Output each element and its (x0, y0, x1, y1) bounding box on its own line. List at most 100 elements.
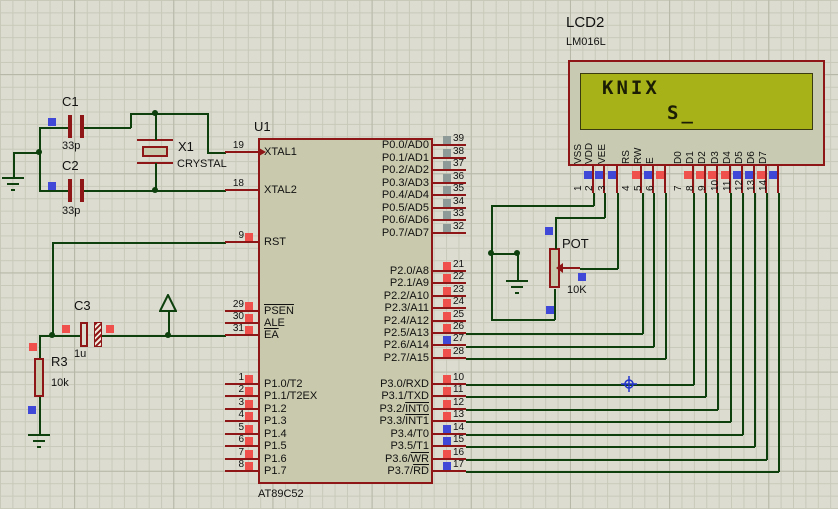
wire[interactable] (466, 358, 666, 360)
wire[interactable] (466, 421, 731, 423)
mcu-pin-stub[interactable] (433, 420, 466, 422)
lcd-pin-stub[interactable] (652, 165, 654, 193)
wire[interactable] (491, 205, 493, 320)
c2-capacitor-plate[interactable] (80, 179, 84, 202)
wire[interactable] (754, 193, 756, 447)
c1-capacitor[interactable] (68, 115, 72, 138)
mcu-pin-stub[interactable] (225, 395, 258, 397)
wire[interactable] (778, 193, 780, 472)
wire[interactable] (517, 253, 519, 281)
mcu-pin-stub[interactable] (433, 157, 466, 159)
mcu-pin-stub[interactable] (433, 395, 466, 397)
mcu-pin-stub[interactable] (225, 458, 258, 460)
wire[interactable] (466, 434, 743, 436)
wire[interactable] (39, 190, 68, 192)
wire[interactable] (617, 193, 619, 269)
pot-wiper[interactable] (563, 267, 580, 269)
wire[interactable] (13, 152, 15, 178)
ground-icon[interactable] (28, 434, 50, 436)
lcd-pin-stub[interactable] (753, 165, 755, 193)
mcu-pin-stub[interactable] (225, 383, 258, 385)
wire[interactable] (168, 312, 170, 336)
wire[interactable] (102, 335, 226, 337)
mcu-pin-stub[interactable] (433, 433, 466, 435)
wire[interactable] (155, 163, 157, 191)
wire[interactable] (466, 409, 718, 411)
wire[interactable] (653, 193, 655, 347)
mcu-pin-stub[interactable] (225, 189, 258, 191)
wire[interactable] (39, 397, 41, 435)
power-terminal-icon[interactable] (158, 292, 178, 312)
wire[interactable] (39, 127, 68, 129)
mcu-pin-stub[interactable] (433, 270, 466, 272)
mcu-pin-stub[interactable] (433, 144, 466, 146)
ground-icon[interactable] (506, 280, 528, 282)
mcu-pin-stub[interactable] (433, 383, 466, 385)
mcu-pin-stub[interactable] (433, 320, 466, 322)
wire[interactable] (555, 217, 605, 219)
mcu-pin-stub[interactable] (225, 433, 258, 435)
mcu-pin-stub[interactable] (433, 207, 466, 209)
lcd-pin-stub[interactable] (616, 165, 618, 193)
mcu-pin-stub[interactable] (433, 295, 466, 297)
mcu-pin-stub[interactable] (225, 241, 258, 243)
mcu-at89c52-body[interactable] (258, 138, 433, 484)
c1-capacitor-plate[interactable] (80, 115, 84, 138)
mcu-pin-stub[interactable] (225, 322, 258, 324)
wire[interactable] (705, 193, 707, 397)
wire[interactable] (717, 193, 719, 410)
mcu-pin-stub[interactable] (225, 151, 258, 153)
mcu-pin-stub[interactable] (225, 445, 258, 447)
wire[interactable] (491, 205, 594, 207)
c3-capacitor-plate-pos[interactable] (80, 322, 88, 347)
wire[interactable] (555, 217, 557, 249)
mcu-pin-stub[interactable] (225, 334, 258, 336)
wire[interactable] (52, 242, 54, 336)
lcd-pin-stub[interactable] (692, 165, 694, 193)
wire[interactable] (466, 384, 694, 386)
mcu-pin-stub[interactable] (433, 194, 466, 196)
c3-capacitor-plate-neg[interactable] (94, 322, 102, 347)
mcu-pin-stub[interactable] (433, 445, 466, 447)
lcd-pin-stub[interactable] (704, 165, 706, 193)
mcu-pin-stub[interactable] (433, 332, 466, 334)
mcu-pin-stub[interactable] (225, 408, 258, 410)
wire[interactable] (580, 268, 618, 270)
x1-crystal-plate-top[interactable] (137, 139, 173, 141)
wire[interactable] (491, 319, 555, 321)
wire[interactable] (593, 193, 595, 206)
lcd-pin-stub[interactable] (640, 165, 642, 193)
wire[interactable] (466, 396, 706, 398)
mcu-pin-stub[interactable] (433, 232, 466, 234)
wire[interactable] (604, 193, 606, 218)
wire[interactable] (39, 127, 41, 191)
mcu-pin-stub[interactable] (225, 470, 258, 472)
lcd-pin-stub[interactable] (765, 165, 767, 193)
r3-resistor-body[interactable] (34, 358, 44, 397)
lcd-pin-stub[interactable] (716, 165, 718, 193)
wire[interactable] (730, 193, 732, 422)
lcd-pin-stub[interactable] (603, 165, 605, 193)
wire[interactable] (742, 193, 744, 435)
lcd-pin-stub[interactable] (592, 165, 594, 193)
wire[interactable] (207, 152, 226, 154)
lcd-pin-stub[interactable] (664, 165, 666, 193)
mcu-pin-stub[interactable] (433, 219, 466, 221)
wire[interactable] (84, 127, 131, 129)
mcu-pin-stub[interactable] (433, 458, 466, 460)
wire[interactable] (39, 335, 41, 358)
ground-icon[interactable] (2, 177, 24, 179)
wire[interactable] (130, 113, 132, 128)
mcu-pin-stub[interactable] (433, 357, 466, 359)
mcu-pin-stub[interactable] (225, 420, 258, 422)
lcd-pin-stub[interactable] (729, 165, 731, 193)
wire[interactable] (466, 446, 755, 448)
x1-crystal-body[interactable] (142, 146, 168, 157)
wire[interactable] (466, 459, 767, 461)
lcd-pin-stub[interactable] (741, 165, 743, 193)
wire[interactable] (52, 242, 226, 244)
wire[interactable] (39, 335, 80, 337)
wire[interactable] (665, 193, 667, 359)
mcu-pin-stub[interactable] (433, 470, 466, 472)
